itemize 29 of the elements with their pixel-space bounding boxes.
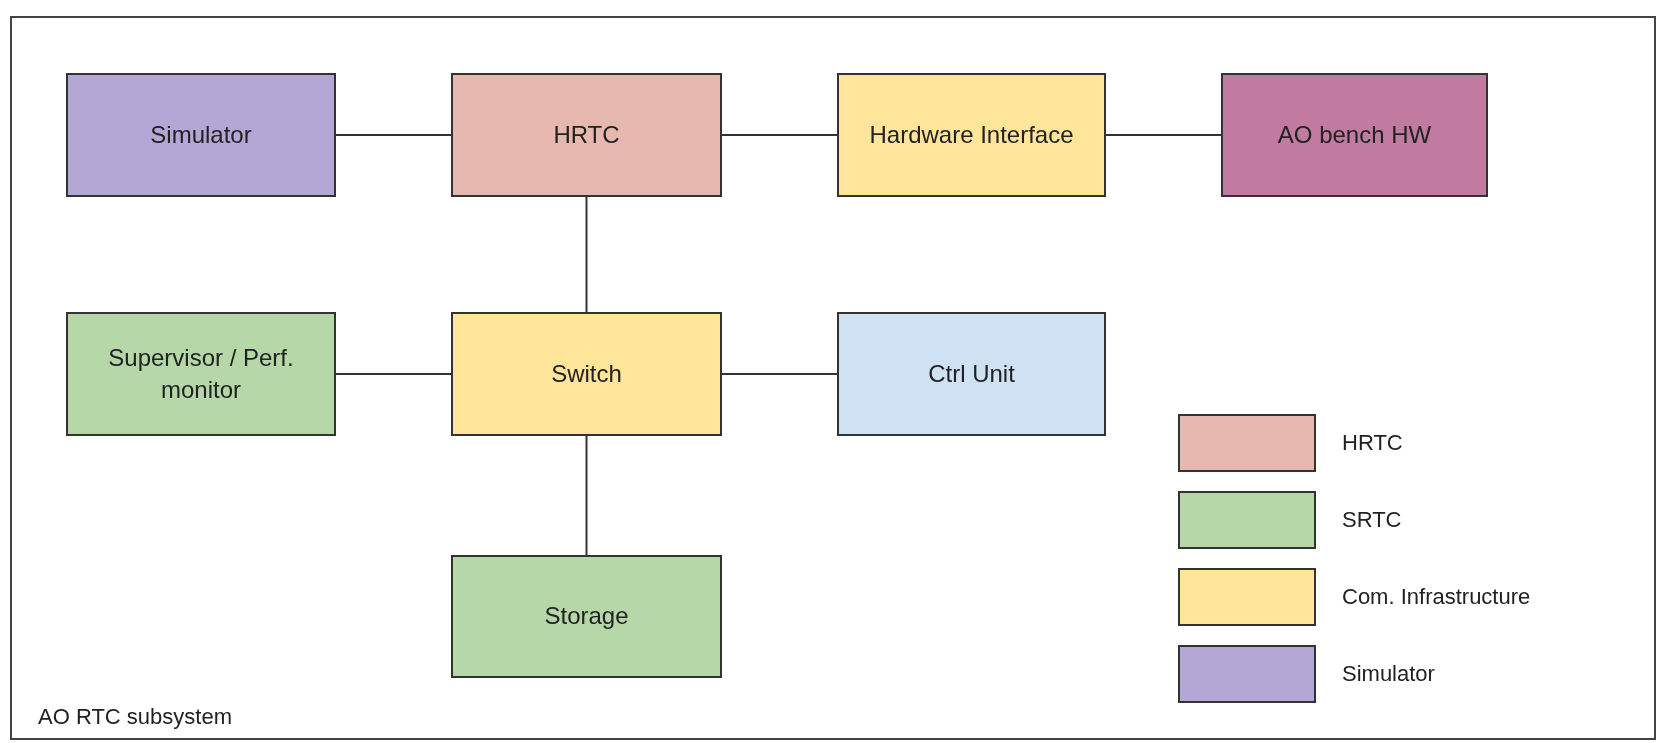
connector-line xyxy=(335,373,452,375)
connector-line xyxy=(721,373,838,375)
subsystem-frame xyxy=(10,16,1656,740)
box-label: AO bench HW xyxy=(1277,119,1432,150)
legend-label: SRTC xyxy=(1342,507,1402,533)
box-label: Simulator xyxy=(150,119,252,150)
legend-label: HRTC xyxy=(1342,430,1403,456)
component-box xyxy=(451,73,722,197)
box-label: Hardware Interface xyxy=(869,119,1074,150)
connector-line xyxy=(335,134,452,136)
frame-title: AO RTC subsystem xyxy=(38,704,232,730)
component-box xyxy=(66,73,336,197)
component-box xyxy=(837,312,1106,436)
box-label: Supervisor / Perf. monitor xyxy=(107,342,295,405)
connector-line xyxy=(721,134,838,136)
component-box xyxy=(451,312,722,436)
component-box xyxy=(66,312,336,436)
component-box xyxy=(1221,73,1488,197)
component-box xyxy=(837,73,1106,197)
component-box xyxy=(451,555,722,678)
box-label: HRTC xyxy=(553,119,620,150)
legend-label: Simulator xyxy=(1342,661,1435,687)
legend-label: Com. Infrastructure xyxy=(1342,584,1531,610)
connector-line xyxy=(1105,134,1222,136)
box-label: Ctrl Unit xyxy=(928,358,1015,389)
connector-line xyxy=(585,435,588,556)
box-label: Storage xyxy=(544,601,629,632)
connector-line xyxy=(585,196,588,313)
box-label: Switch xyxy=(551,358,622,389)
